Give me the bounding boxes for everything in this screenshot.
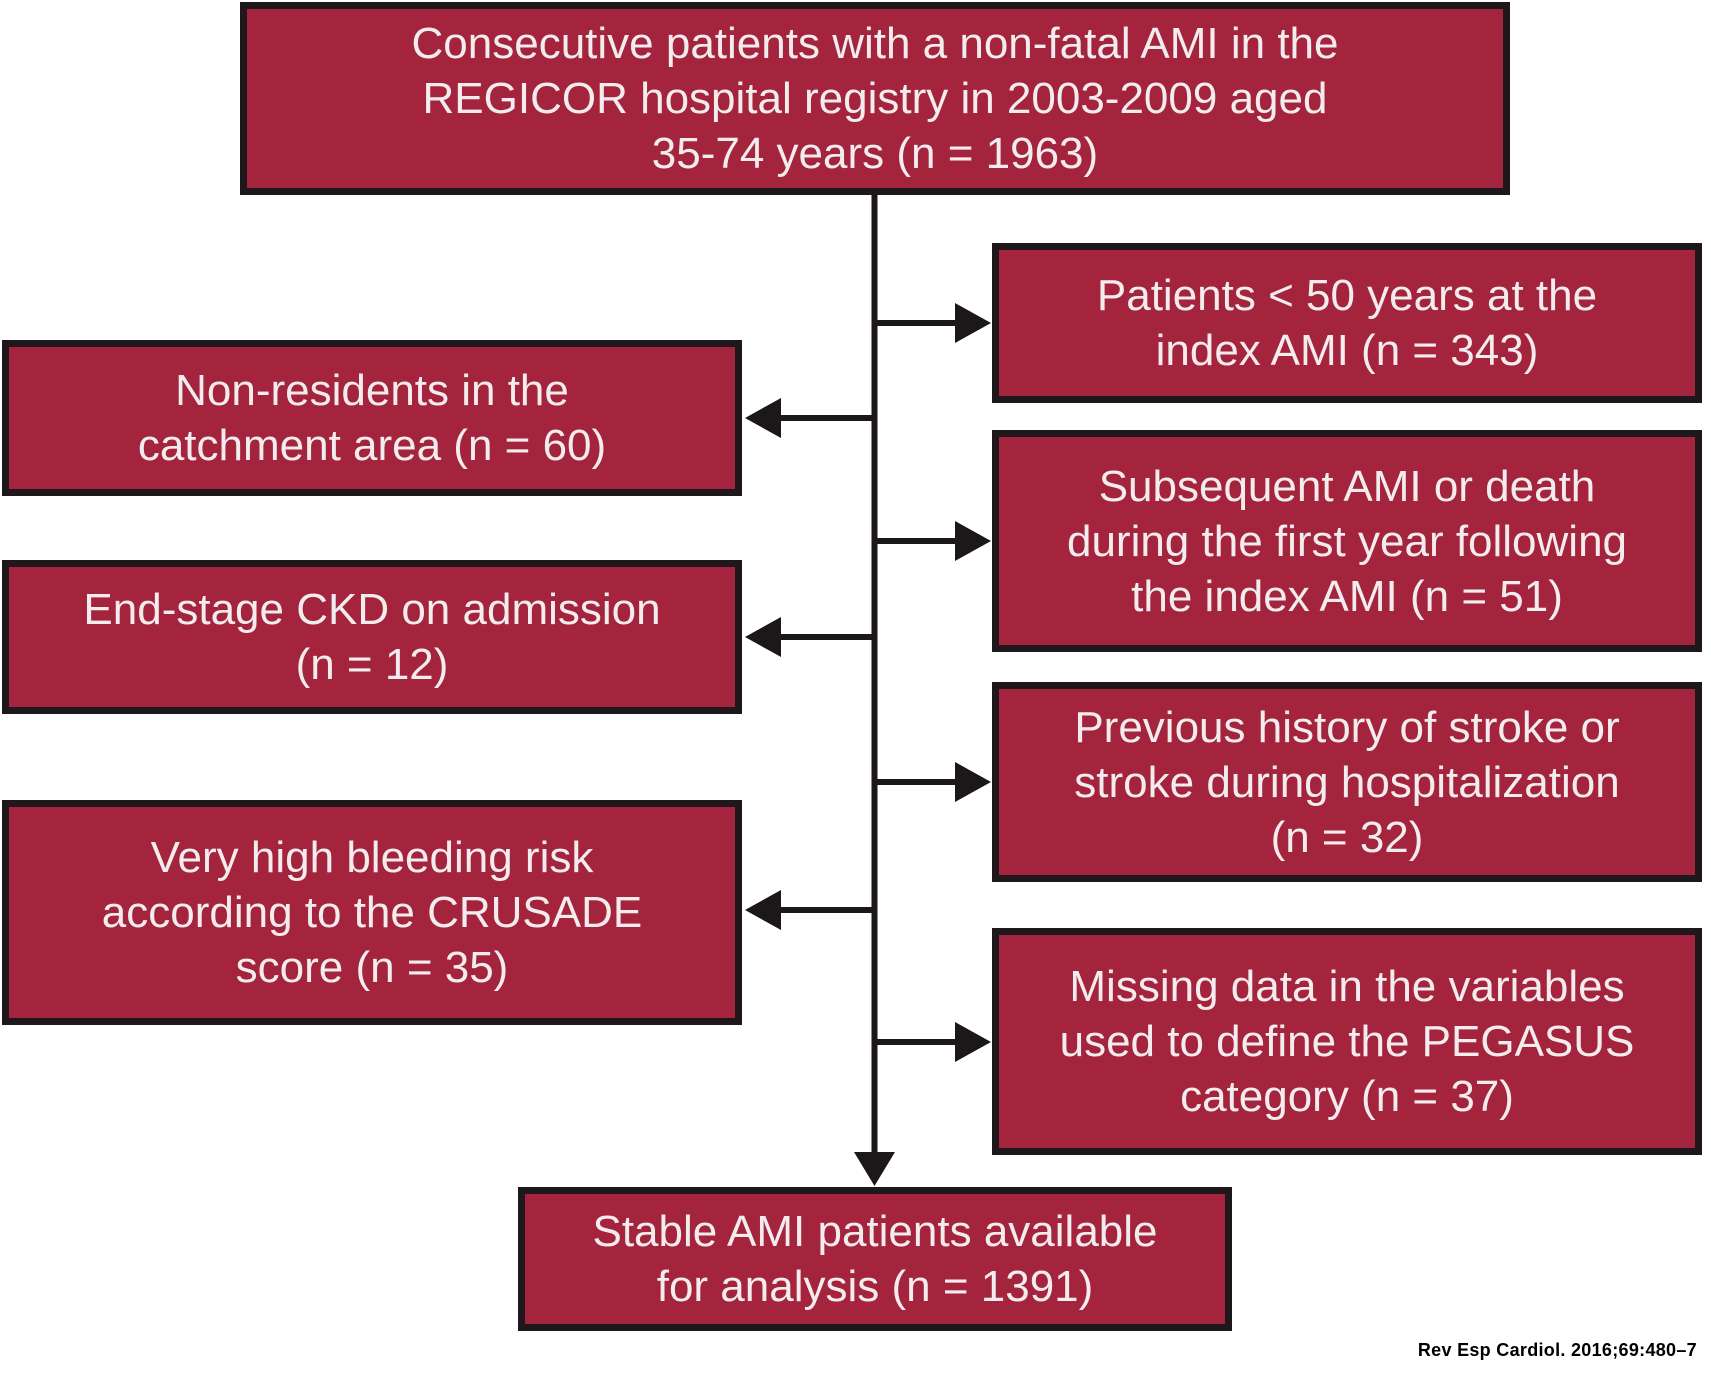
arrowhead-down-trunk [854, 1152, 895, 1186]
arrowhead-left-2 [745, 617, 781, 657]
exclusion-right-3-line: stroke during hospitalization [1074, 757, 1620, 807]
result-box-line: for analysis (n = 1391) [656, 1262, 1094, 1311]
exclusion-left-3-line: Very high bleeding risk [150, 833, 594, 882]
result-box: Stable AMI patients available for analys… [518, 1187, 1232, 1331]
exclusion-right-2-line: Subsequent AMI or death [1098, 461, 1596, 511]
exclusion-right-4-line: Missing data in the variables [1069, 962, 1625, 1011]
arrowhead-right-4 [955, 1022, 991, 1062]
exclusion-left-box-3: Very high bleeding risk according to the… [2, 800, 742, 1025]
exclusion-right-2-line: during the first year following [1066, 516, 1628, 566]
exclusion-left-box-2: End-stage CKD on admission (n = 12) [2, 560, 742, 714]
arrowhead-left-1 [745, 398, 781, 438]
exclusion-left-3-line: score (n = 35) [235, 943, 509, 992]
source-box-line: 35-74 years (n = 1963) [651, 129, 1099, 178]
arrowhead-right-1 [955, 303, 991, 343]
exclusion-right-box-1: Patients < 50 years at the index AMI (n … [992, 243, 1702, 403]
exclusion-left-1-line: catchment area (n = 60) [137, 421, 607, 470]
exclusion-right-box-4: Missing data in the variables used to de… [992, 928, 1702, 1155]
exclusion-right-box-2: Subsequent AMI or death during the first… [992, 430, 1702, 652]
exclusion-right-box-3: Previous history of stroke or stroke dur… [992, 682, 1702, 882]
exclusion-left-box-1: Non-residents in the catchment area (n =… [2, 340, 742, 496]
result-box-line: Stable AMI patients available [592, 1207, 1158, 1256]
exclusion-left-3-line: according to the CRUSADE [101, 888, 643, 937]
source-box-line: REGICOR hospital registry in 2003-2009 a… [422, 74, 1328, 123]
exclusion-left-2-line: (n = 12) [295, 640, 449, 689]
exclusion-right-1-line: Patients < 50 years at the [1096, 271, 1598, 320]
arrowhead-right-3 [955, 762, 991, 802]
exclusion-right-4-line: used to define the PEGASUS [1059, 1017, 1635, 1066]
exclusion-right-4-line: category (n = 37) [1180, 1072, 1514, 1121]
exclusion-right-3-line: Previous history of stroke or [1074, 702, 1620, 752]
exclusion-left-2-line: End-stage CKD on admission [83, 585, 661, 634]
source-box: Consecutive patients with a non-fatal AM… [240, 2, 1510, 195]
exclusion-left-1-line: Non-residents in the [175, 366, 569, 415]
source-box-line: Consecutive patients with a non-fatal AM… [411, 19, 1339, 68]
exclusion-right-2-line: the index AMI (n = 51) [1131, 571, 1563, 621]
arrowhead-left-3 [745, 890, 781, 930]
citation: Rev Esp Cardiol. 2016;69:480–7 [1417, 1340, 1697, 1360]
arrowhead-right-2 [955, 521, 991, 561]
exclusion-right-1-line: index AMI (n = 343) [1155, 326, 1539, 375]
exclusion-right-3-line: (n = 32) [1270, 812, 1424, 862]
